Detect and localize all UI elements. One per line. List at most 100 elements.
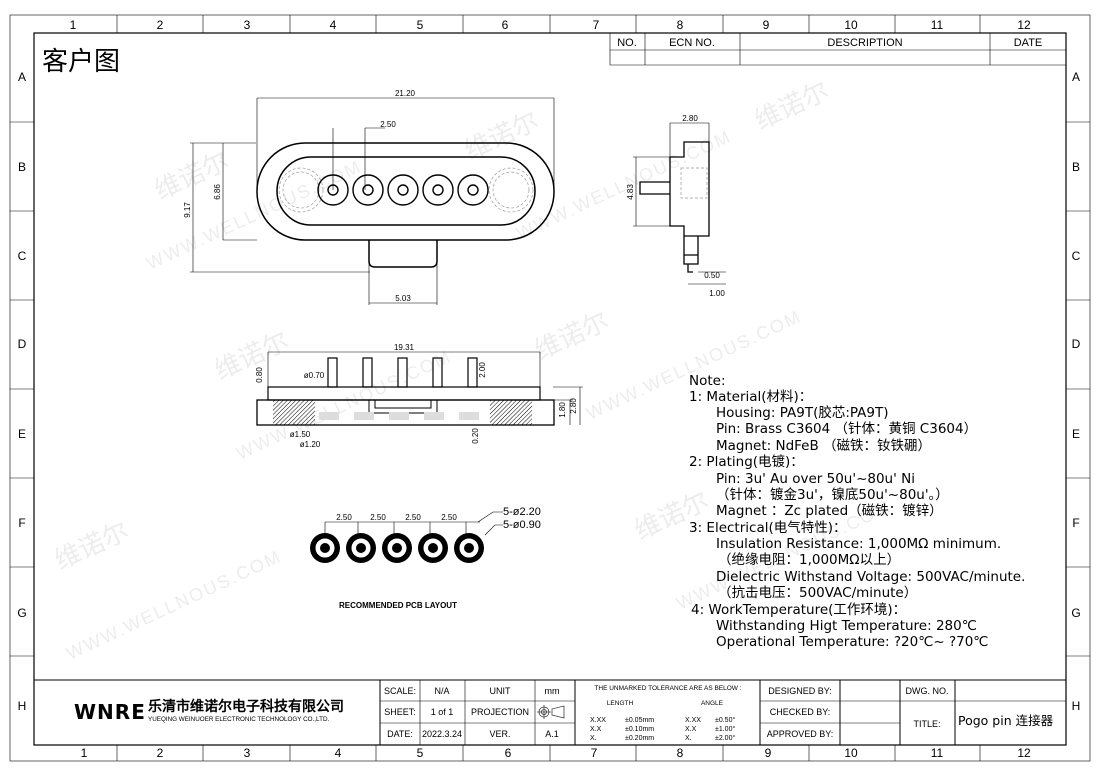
pcb-pitch-1: 2.50 <box>336 513 352 522</box>
col-10: 10 <box>844 18 858 32</box>
title-block: WNRE 乐清市维诺尔电子科技有限公司 YUEQING WEINUOER ELE… <box>34 679 1066 745</box>
col-8-bottom: 8 <box>677 746 684 760</box>
pin-contact <box>352 174 384 206</box>
dwg-no-label: DWG. NO. <box>906 686 949 696</box>
pin-center <box>397 184 409 196</box>
dim-gap: 0.20 <box>471 428 480 444</box>
note-line: Pin: Brass C3604 （针体：黄铜 C3604） <box>716 421 977 437</box>
pin-section <box>362 357 373 388</box>
dim-height-body: 6.86 <box>213 184 222 200</box>
row-c-right: C <box>1072 249 1081 263</box>
scale-value: N/A <box>434 686 449 696</box>
unit-label: UNIT <box>490 686 511 696</box>
company-logo-mark: WNRE <box>74 700 146 724</box>
tol-angle-value: ±1.00° <box>715 725 735 733</box>
drawing-header-title: 客户图 <box>42 47 120 77</box>
note-line: 3: Electrical(电气特性)： <box>689 520 847 536</box>
tol-length-value: ±0.05mm <box>625 717 654 724</box>
ver-value: A.1 <box>545 729 559 739</box>
row-g: G <box>17 606 26 620</box>
col-6: 6 <box>502 18 509 32</box>
col-3-bottom: 3 <box>244 746 251 760</box>
watermark-cn: 维诺尔 <box>750 76 833 136</box>
col-9: 9 <box>763 18 770 32</box>
note-line: （绝缘电阻：1,000MΩ以上） <box>718 552 900 568</box>
dim-d1: ø1.50 <box>290 430 311 439</box>
col-2: 2 <box>157 18 164 32</box>
date-value: 2022.3.24 <box>422 729 462 739</box>
pin-base <box>319 412 339 420</box>
row-markers: A B C D E F G H A B C D E F G H <box>17 70 1080 713</box>
note-line: Withstanding Higt Temperature: 280℃ <box>716 618 977 634</box>
col-1: 1 <box>70 18 77 32</box>
pin-base <box>459 412 479 420</box>
note-line: Magnet ：Zc plated（磁铁：镀锌） <box>716 502 943 519</box>
revision-table: NO. ECN NO. DESCRIPTION DATE <box>609 33 1066 66</box>
row-b: B <box>18 160 26 174</box>
pcb-hole-spec: 5-ø0.90 <box>503 519 541 531</box>
col-4: 4 <box>330 18 337 32</box>
pin-base <box>389 412 409 420</box>
dim-step2: 1.00 <box>709 289 725 298</box>
pcb-hole <box>428 543 438 553</box>
rev-header-date: DATE <box>1014 37 1043 49</box>
company-logo: WNRE 乐清市维诺尔电子科技有限公司 YUEQING WEINUOER ELE… <box>74 698 344 724</box>
col-6-bottom: 6 <box>505 746 512 760</box>
dim-width: 21.20 <box>395 89 416 98</box>
tol-length-value: ±0.10mm <box>625 726 654 733</box>
col-12-bottom: 12 <box>1017 746 1031 760</box>
scale-label: SCALE: <box>384 686 416 696</box>
tolerance-length-label: LENGTH <box>607 700 634 707</box>
watermark-cn: 维诺尔 <box>530 306 613 366</box>
row-f-right: F <box>1072 516 1079 530</box>
tol-length-key: X.X <box>590 726 602 733</box>
row-d-right: D <box>1072 337 1081 351</box>
rev-header-description: DESCRIPTION <box>827 37 902 49</box>
note-line: Dielectric Withstand Voltage: 500VAC/min… <box>716 569 1025 585</box>
pin-center <box>432 184 444 196</box>
row-e: E <box>18 427 26 441</box>
projection-symbol-icon <box>537 705 565 719</box>
dim-d2: ø1.20 <box>300 440 321 449</box>
date-label: DATE: <box>387 729 413 739</box>
col-3: 3 <box>244 18 251 32</box>
dim-depth: 2.80 <box>682 114 698 123</box>
watermark-cn: 维诺尔 <box>630 486 713 546</box>
side-view: 2.80 4.83 0.50 1.00 <box>626 114 726 298</box>
projection-label: PROJECTION <box>471 707 529 717</box>
tolerance-title: THE UNMARKED TOLERANCE ARE AS BELOW : <box>594 685 741 692</box>
note-line: Operational Temperature: ?20℃~ ?70℃ <box>716 634 988 650</box>
dim-pin-len: 2.00 <box>478 362 487 378</box>
pcb-hole <box>464 543 474 553</box>
pin-base <box>354 412 374 420</box>
tol-angle-key: X.X <box>685 726 697 733</box>
dim-pitch: 2.50 <box>380 120 396 129</box>
pin-contact <box>422 174 454 206</box>
dim-height-outer: 9.17 <box>183 202 192 218</box>
dim-length: 19.31 <box>394 343 415 352</box>
col-2-bottom: 2 <box>157 746 164 760</box>
notes: Note: 1: Material(材料)： Housing: PA9T(胶芯:… <box>689 373 1025 650</box>
pin-base <box>424 412 444 420</box>
note-line: （针体：镀金3u'，镍底50u'~80u'。） <box>716 486 949 503</box>
rev-header-no: NO. <box>617 37 637 49</box>
col-1-bottom: 1 <box>81 746 88 760</box>
col-5: 5 <box>417 18 424 32</box>
tolerance-values: X.XX ±0.05mm X.X ±0.10mm X. ±0.20mm X.XX… <box>590 716 735 742</box>
watermark-url: WWW.WELLNOUS.COM <box>513 126 734 243</box>
company-name-cn: 乐清市维诺尔电子科技有限公司 <box>148 698 344 715</box>
tol-length-key: X. <box>590 735 597 742</box>
dim-step1: 0.50 <box>704 271 720 280</box>
note-line: 1: Material(材料)： <box>689 389 812 405</box>
col-7: 7 <box>593 18 600 32</box>
pcb-layout: 2.50 2.50 2.50 2.50 5-ø2.20 5-ø0.90 RECO… <box>310 506 541 610</box>
note-line: Magnet: NdFeB （磁铁：钕铁硼） <box>716 438 931 454</box>
tolerance-angle-label: ANGLE <box>701 700 724 707</box>
pcb-hole <box>320 543 330 553</box>
tol-angle-key: X.XX <box>685 717 701 724</box>
col-7-bottom: 7 <box>591 746 598 760</box>
row-f: F <box>18 516 25 530</box>
pcb-pitch-2: 2.50 <box>370 513 386 522</box>
watermark-cn: 维诺尔 <box>210 326 293 386</box>
unit-value: mm <box>545 686 560 696</box>
